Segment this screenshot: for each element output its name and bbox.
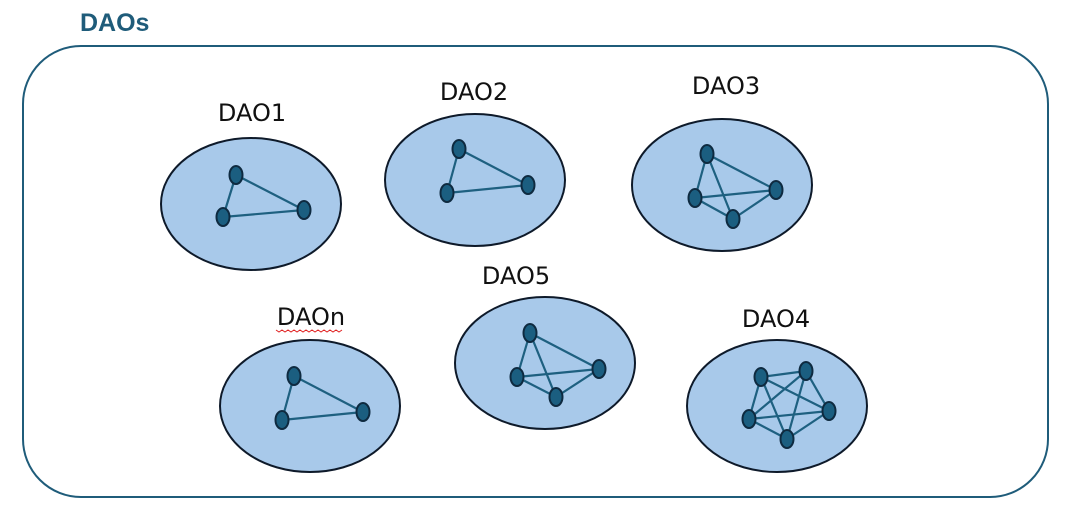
node (296, 200, 312, 220)
cluster-dao4: DAO4 (686, 305, 868, 473)
edge (281, 410, 364, 422)
edge (555, 368, 600, 398)
cluster-dao1: DAO1 (160, 99, 342, 271)
node (286, 366, 302, 386)
edge (760, 369, 807, 379)
cluster-label: DAO1 (218, 99, 286, 127)
node (228, 165, 244, 185)
node (821, 401, 837, 421)
node (591, 359, 607, 379)
node (798, 361, 814, 381)
node (687, 188, 703, 208)
node (520, 175, 536, 195)
cluster-ellipse (686, 339, 868, 473)
edge (760, 376, 830, 412)
edge (293, 375, 364, 413)
edge (706, 153, 777, 191)
cluster-dao5: DAO5 (454, 262, 636, 430)
cluster-label: DAO5 (482, 262, 550, 290)
edge (759, 376, 789, 440)
edge (222, 208, 305, 219)
node (355, 402, 371, 422)
edge (235, 174, 305, 211)
spellcheck-underline (275, 329, 343, 333)
edge (786, 410, 830, 440)
node (725, 209, 741, 229)
cluster-label: DAOn (277, 303, 345, 331)
edge (785, 370, 808, 440)
node (274, 410, 290, 430)
node (753, 367, 769, 387)
cluster-label: DAO2 (440, 78, 508, 106)
edge (694, 188, 777, 200)
edge (516, 367, 600, 379)
edge (529, 332, 600, 370)
node (215, 207, 231, 227)
node (779, 429, 795, 449)
edge (458, 148, 529, 186)
cluster-ellipse (160, 137, 342, 271)
node (451, 139, 467, 159)
cluster-label: DAO4 (742, 305, 810, 333)
node (439, 183, 455, 203)
edge (748, 370, 807, 420)
cluster-daon: DAOn (219, 303, 401, 473)
cluster-dao3: DAO3 (631, 72, 813, 252)
cluster-dao2: DAO2 (384, 78, 566, 247)
edge (705, 153, 735, 220)
cluster-ellipse (454, 296, 636, 430)
edge (446, 183, 529, 195)
edge (732, 189, 777, 220)
cluster-ellipse (631, 118, 813, 252)
node (548, 387, 564, 407)
node (699, 144, 715, 164)
node (768, 180, 784, 200)
node (741, 409, 757, 429)
node (522, 323, 538, 343)
daos-container (22, 45, 1049, 498)
node (509, 367, 525, 387)
cluster-label: DAO3 (692, 72, 760, 100)
cluster-ellipse (219, 339, 401, 473)
edge (748, 409, 830, 421)
edge (528, 332, 558, 398)
cluster-ellipse (384, 113, 566, 247)
section-title: DAOs (80, 9, 150, 37)
